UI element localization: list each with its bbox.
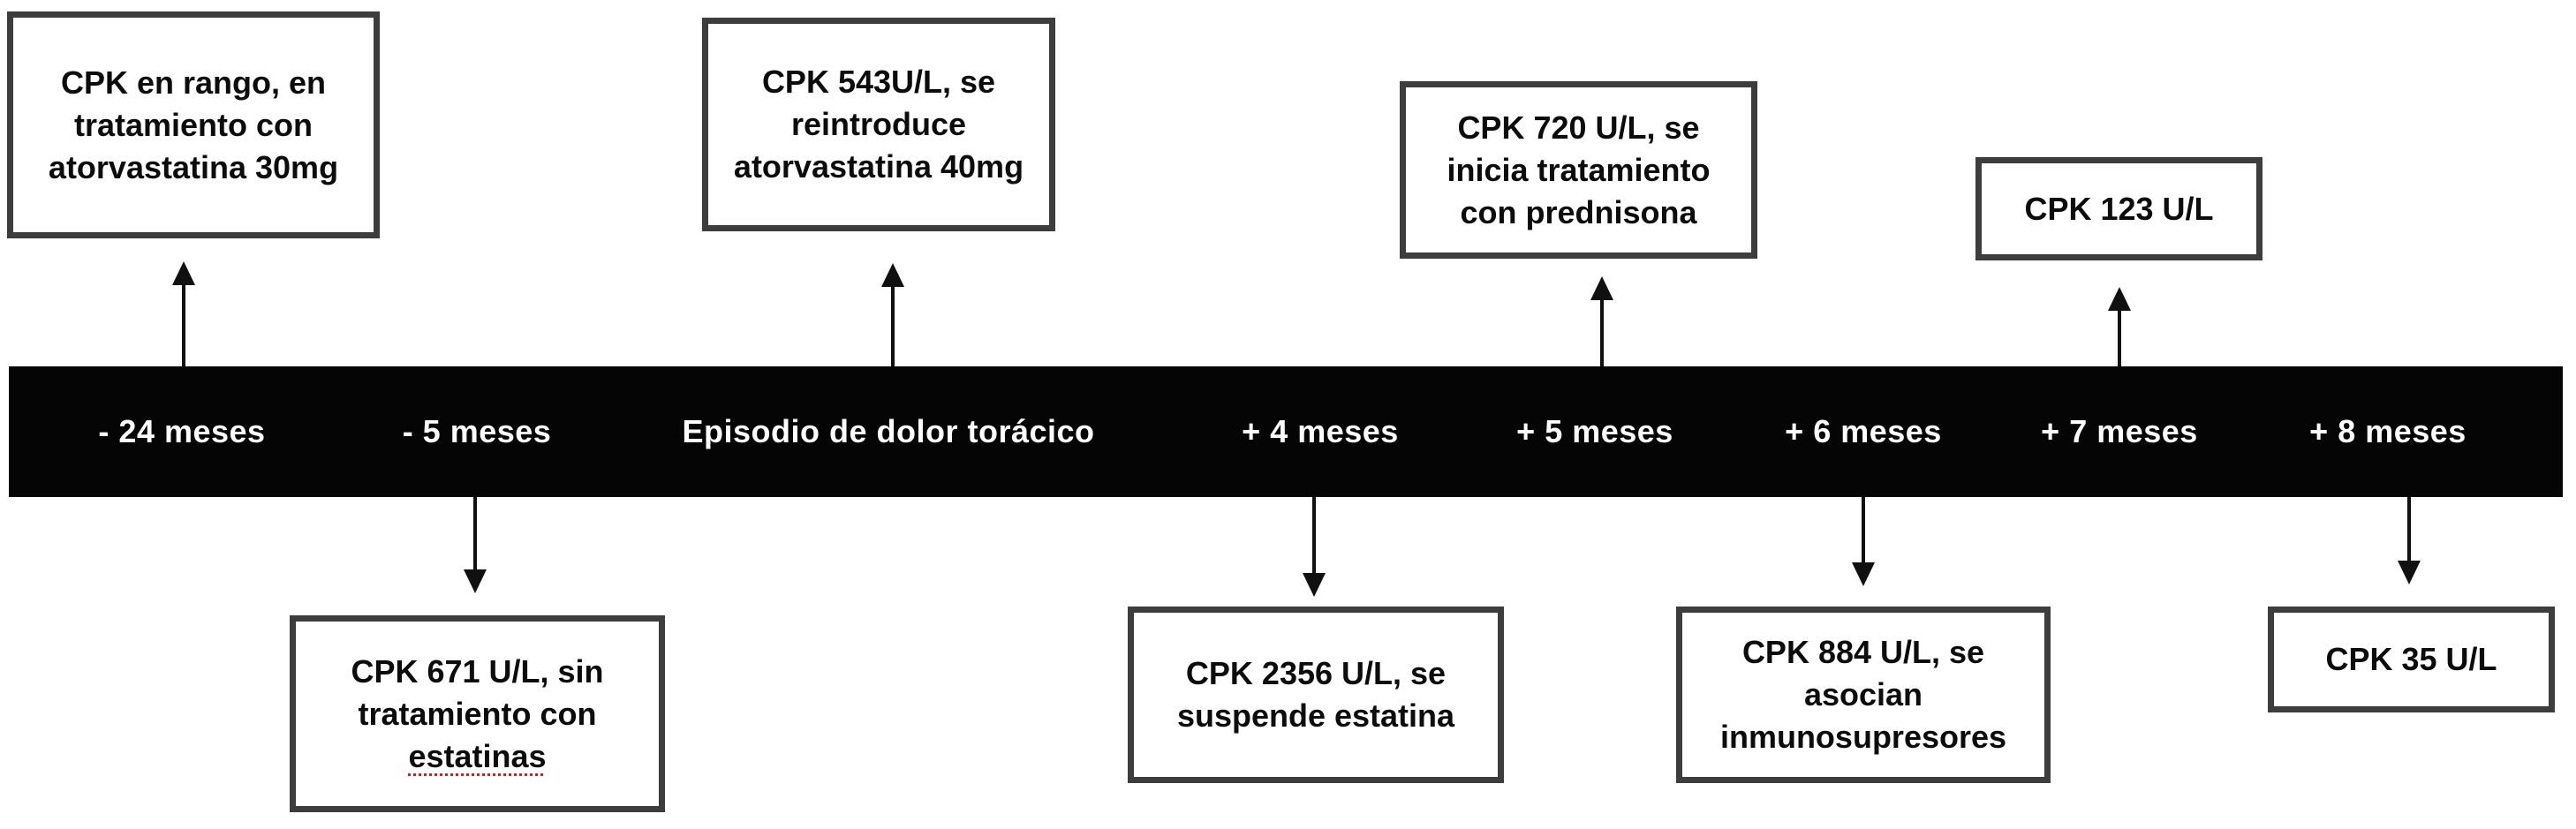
arrow-shaft — [1312, 497, 1316, 576]
arrow-shaft — [182, 283, 185, 366]
arrow-shaft — [1600, 298, 1604, 366]
event-box-text: CPK 720 U/L, se inicia tratamiento con p… — [1447, 109, 1711, 230]
arrow-shaft — [891, 284, 895, 366]
event-box-cpk-2356: CPK 2356 U/L, se suspende estatina — [1128, 607, 1504, 783]
event-box-cpk-884: CPK 884 U/L, se asocian inmunosupresores — [1676, 607, 2051, 783]
event-box-cpk-123: CPK 123 U/L — [1975, 157, 2262, 260]
timeline-label-plus-5-meses: + 5 meses — [1516, 413, 1673, 449]
spellcheck-underlined-word: estatinas — [408, 737, 547, 774]
timeline-label-plus-7-meses: + 7 meses — [2041, 413, 2198, 449]
event-box-cpk-en-rango: CPK en rango, en tratamiento con atorvas… — [7, 11, 380, 238]
arrow-shaft — [1862, 497, 1865, 565]
event-box-text: CPK 2356 U/L, se suspende estatina — [1176, 655, 1455, 734]
timeline-label-plus-6-meses: + 6 meses — [1785, 413, 1942, 449]
event-box-text: CPK en rango, en tratamiento con atorvas… — [48, 64, 339, 185]
arrow-head-icon — [1852, 562, 1875, 586]
arrow-head-icon — [2398, 561, 2421, 584]
up-arrow — [880, 263, 905, 366]
arrow-head-icon — [2108, 287, 2131, 311]
timeline-bar: - 24 meses - 5 meses Episodio de dolor t… — [9, 366, 2563, 497]
down-arrow — [1302, 497, 1326, 597]
arrow-head-icon — [464, 569, 487, 593]
timeline-label-plus-8-meses: + 8 meses — [2309, 413, 2466, 449]
arrow-shaft — [2407, 497, 2411, 563]
event-box-text: CPK 543U/L, se reintroduce atorvastatina… — [733, 64, 1024, 185]
event-box-cpk-543: CPK 543U/L, se reintroduce atorvastatina… — [702, 18, 1055, 231]
event-box-text: CPK 35 U/L — [2325, 641, 2497, 677]
timeline-label-minus-24-meses: - 24 meses — [98, 413, 266, 449]
timeline-label-episodio-dolor-toracico: Episodio de dolor torácico — [682, 413, 1095, 449]
arrow-head-icon — [172, 261, 195, 285]
event-box-cpk-35: CPK 35 U/L — [2268, 607, 2555, 712]
down-arrow — [1851, 497, 1876, 586]
arrow-head-icon — [1303, 573, 1326, 597]
event-box-text-part: CPK 671 U/L, sin tratamiento con — [351, 652, 604, 732]
up-arrow — [171, 261, 196, 366]
event-box-text: CPK 884 U/L, se asocian inmunosupresores — [1719, 634, 2007, 755]
arrow-shaft — [473, 497, 477, 572]
down-arrow — [463, 497, 487, 593]
up-arrow — [2107, 287, 2132, 366]
event-box-cpk-671: CPK 671 U/L, sin tratamiento con estatin… — [290, 615, 665, 812]
up-arrow — [1590, 276, 1614, 366]
event-box-cpk-720: CPK 720 U/L, se inicia tratamiento con p… — [1400, 81, 1757, 259]
event-box-text: CPK 671 U/L, sin tratamiento con estatin… — [305, 651, 650, 778]
arrow-head-icon — [1590, 276, 1613, 300]
timeline-label-plus-4-meses: + 4 meses — [1242, 413, 1399, 449]
arrow-head-icon — [881, 263, 904, 287]
timeline-label-minus-5-meses: - 5 meses — [402, 413, 552, 449]
event-box-text: CPK 123 U/L — [2024, 190, 2214, 227]
down-arrow — [2397, 497, 2421, 584]
arrow-shaft — [2118, 308, 2121, 366]
